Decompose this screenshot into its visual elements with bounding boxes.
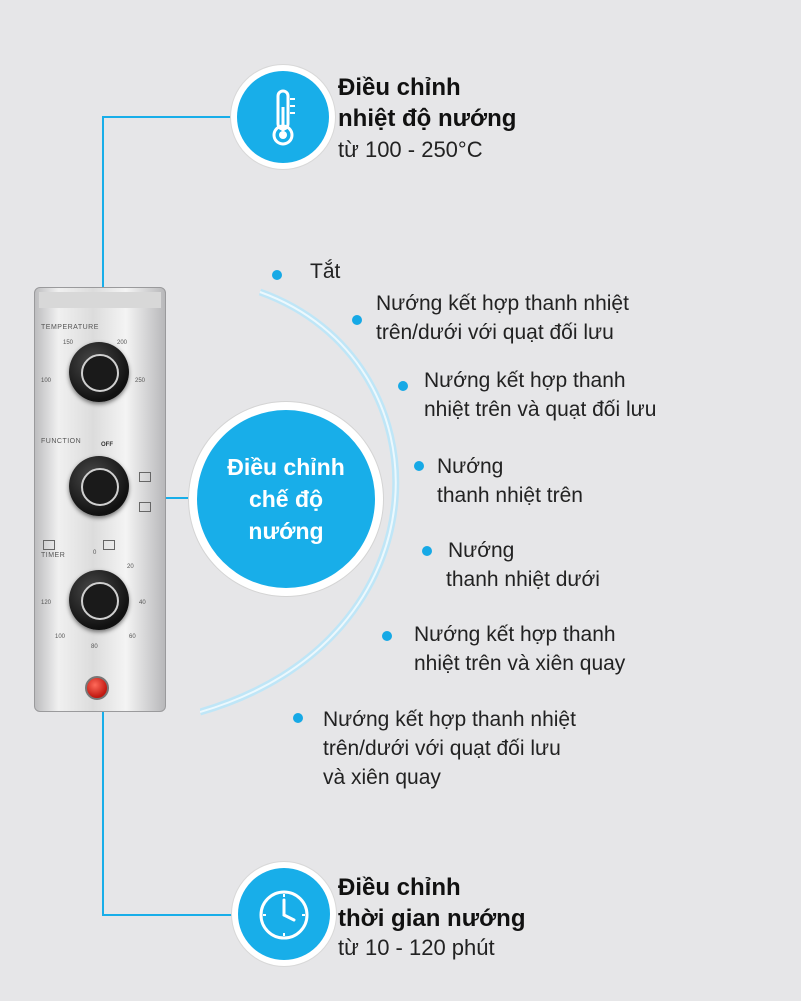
- mode-bullet: [398, 381, 408, 391]
- timer-mark-20: 20: [127, 564, 134, 570]
- temperature-knob[interactable]: [69, 342, 129, 402]
- mode-title-badge: Điều chỉnh chế độ nướng: [197, 410, 375, 588]
- mode-item-bottom: Nướng thanh nhiệt dưới: [446, 539, 600, 591]
- mode-item-fan-top: Nướng kết hợp thanh nhiệt trên và quạt đ…: [424, 369, 657, 421]
- mode-bullet: [293, 713, 303, 723]
- temperature-connector-horizontal: [103, 116, 240, 118]
- temperature-range: từ 100 - 250°C: [338, 137, 483, 162]
- timer-connector-horizontal: [102, 914, 242, 916]
- timer-mark-0: 0: [93, 550, 97, 556]
- mode-item-fan-top-bottom: Nướng kết hợp thanh nhiệt trên/dưới với …: [376, 292, 629, 344]
- timer-mark-40: 40: [139, 600, 146, 606]
- mode-item-fan-top-bottom-rotisserie: Nướng kết hợp thanh nhiệt trên/dưới với …: [323, 708, 576, 789]
- mode-arc: [200, 288, 400, 716]
- temp-mark-150: 150: [63, 340, 74, 346]
- mode-bullet: [382, 631, 392, 641]
- temp-mark-200: 200: [117, 340, 128, 346]
- function-mode-icon: [139, 472, 151, 482]
- timer-mark-100: 100: [55, 634, 66, 640]
- mode-item-off: Tắt: [310, 260, 341, 283]
- mode-bullet: [352, 315, 362, 325]
- function-mode-icon: [103, 540, 115, 550]
- mode-item-top-rotisserie: Nướng kết hợp thanh nhiệt trên và xiên q…: [414, 623, 626, 675]
- function-knob[interactable]: [69, 456, 129, 516]
- clock-icon: [259, 890, 309, 940]
- oven-control-panel: TEMPERATURE 150 200 100 250 FUNCTION OFF…: [34, 287, 166, 712]
- timer-knob[interactable]: [69, 570, 129, 630]
- temp-mark-250: 250: [135, 378, 146, 384]
- function-mode-icon: [139, 502, 151, 512]
- timer-mark-80: 80: [91, 644, 98, 650]
- function-off-label: OFF: [101, 442, 113, 448]
- timer-title-line1: Điều chỉnh: [338, 874, 461, 901]
- temperature-connector-vertical: [102, 116, 104, 378]
- thermometer-icon: [272, 89, 295, 146]
- timer-title-line2: thời gian nướng: [338, 905, 526, 932]
- function-label: FUNCTION: [41, 438, 82, 445]
- panel-graphics: [39, 292, 161, 308]
- power-indicator-light: [85, 676, 109, 700]
- mode-title: Điều chỉnh chế độ nướng: [227, 454, 345, 544]
- temperature-title-line1: Điều chỉnh: [338, 74, 461, 101]
- timer-range: từ 10 - 120 phút: [338, 935, 495, 960]
- function-mode-icon: [43, 540, 55, 550]
- timer-mark-120: 120: [41, 600, 52, 606]
- temperature-title-line2: nhiệt độ nướng: [338, 105, 517, 132]
- temperature-label: TEMPERATURE: [41, 324, 99, 331]
- mode-bullet: [422, 546, 432, 556]
- mode-item-top: Nướng thanh nhiệt trên: [437, 455, 583, 507]
- thermometer-icon-badge: [237, 71, 329, 163]
- clock-icon-badge: [238, 868, 330, 960]
- timer-connector-vertical: [102, 690, 104, 916]
- mode-bullet: [272, 270, 282, 280]
- temp-mark-100: 100: [41, 378, 52, 384]
- mode-bullet: [414, 461, 424, 471]
- timer-mark-60: 60: [129, 634, 136, 640]
- timer-label: TIMER: [41, 552, 66, 559]
